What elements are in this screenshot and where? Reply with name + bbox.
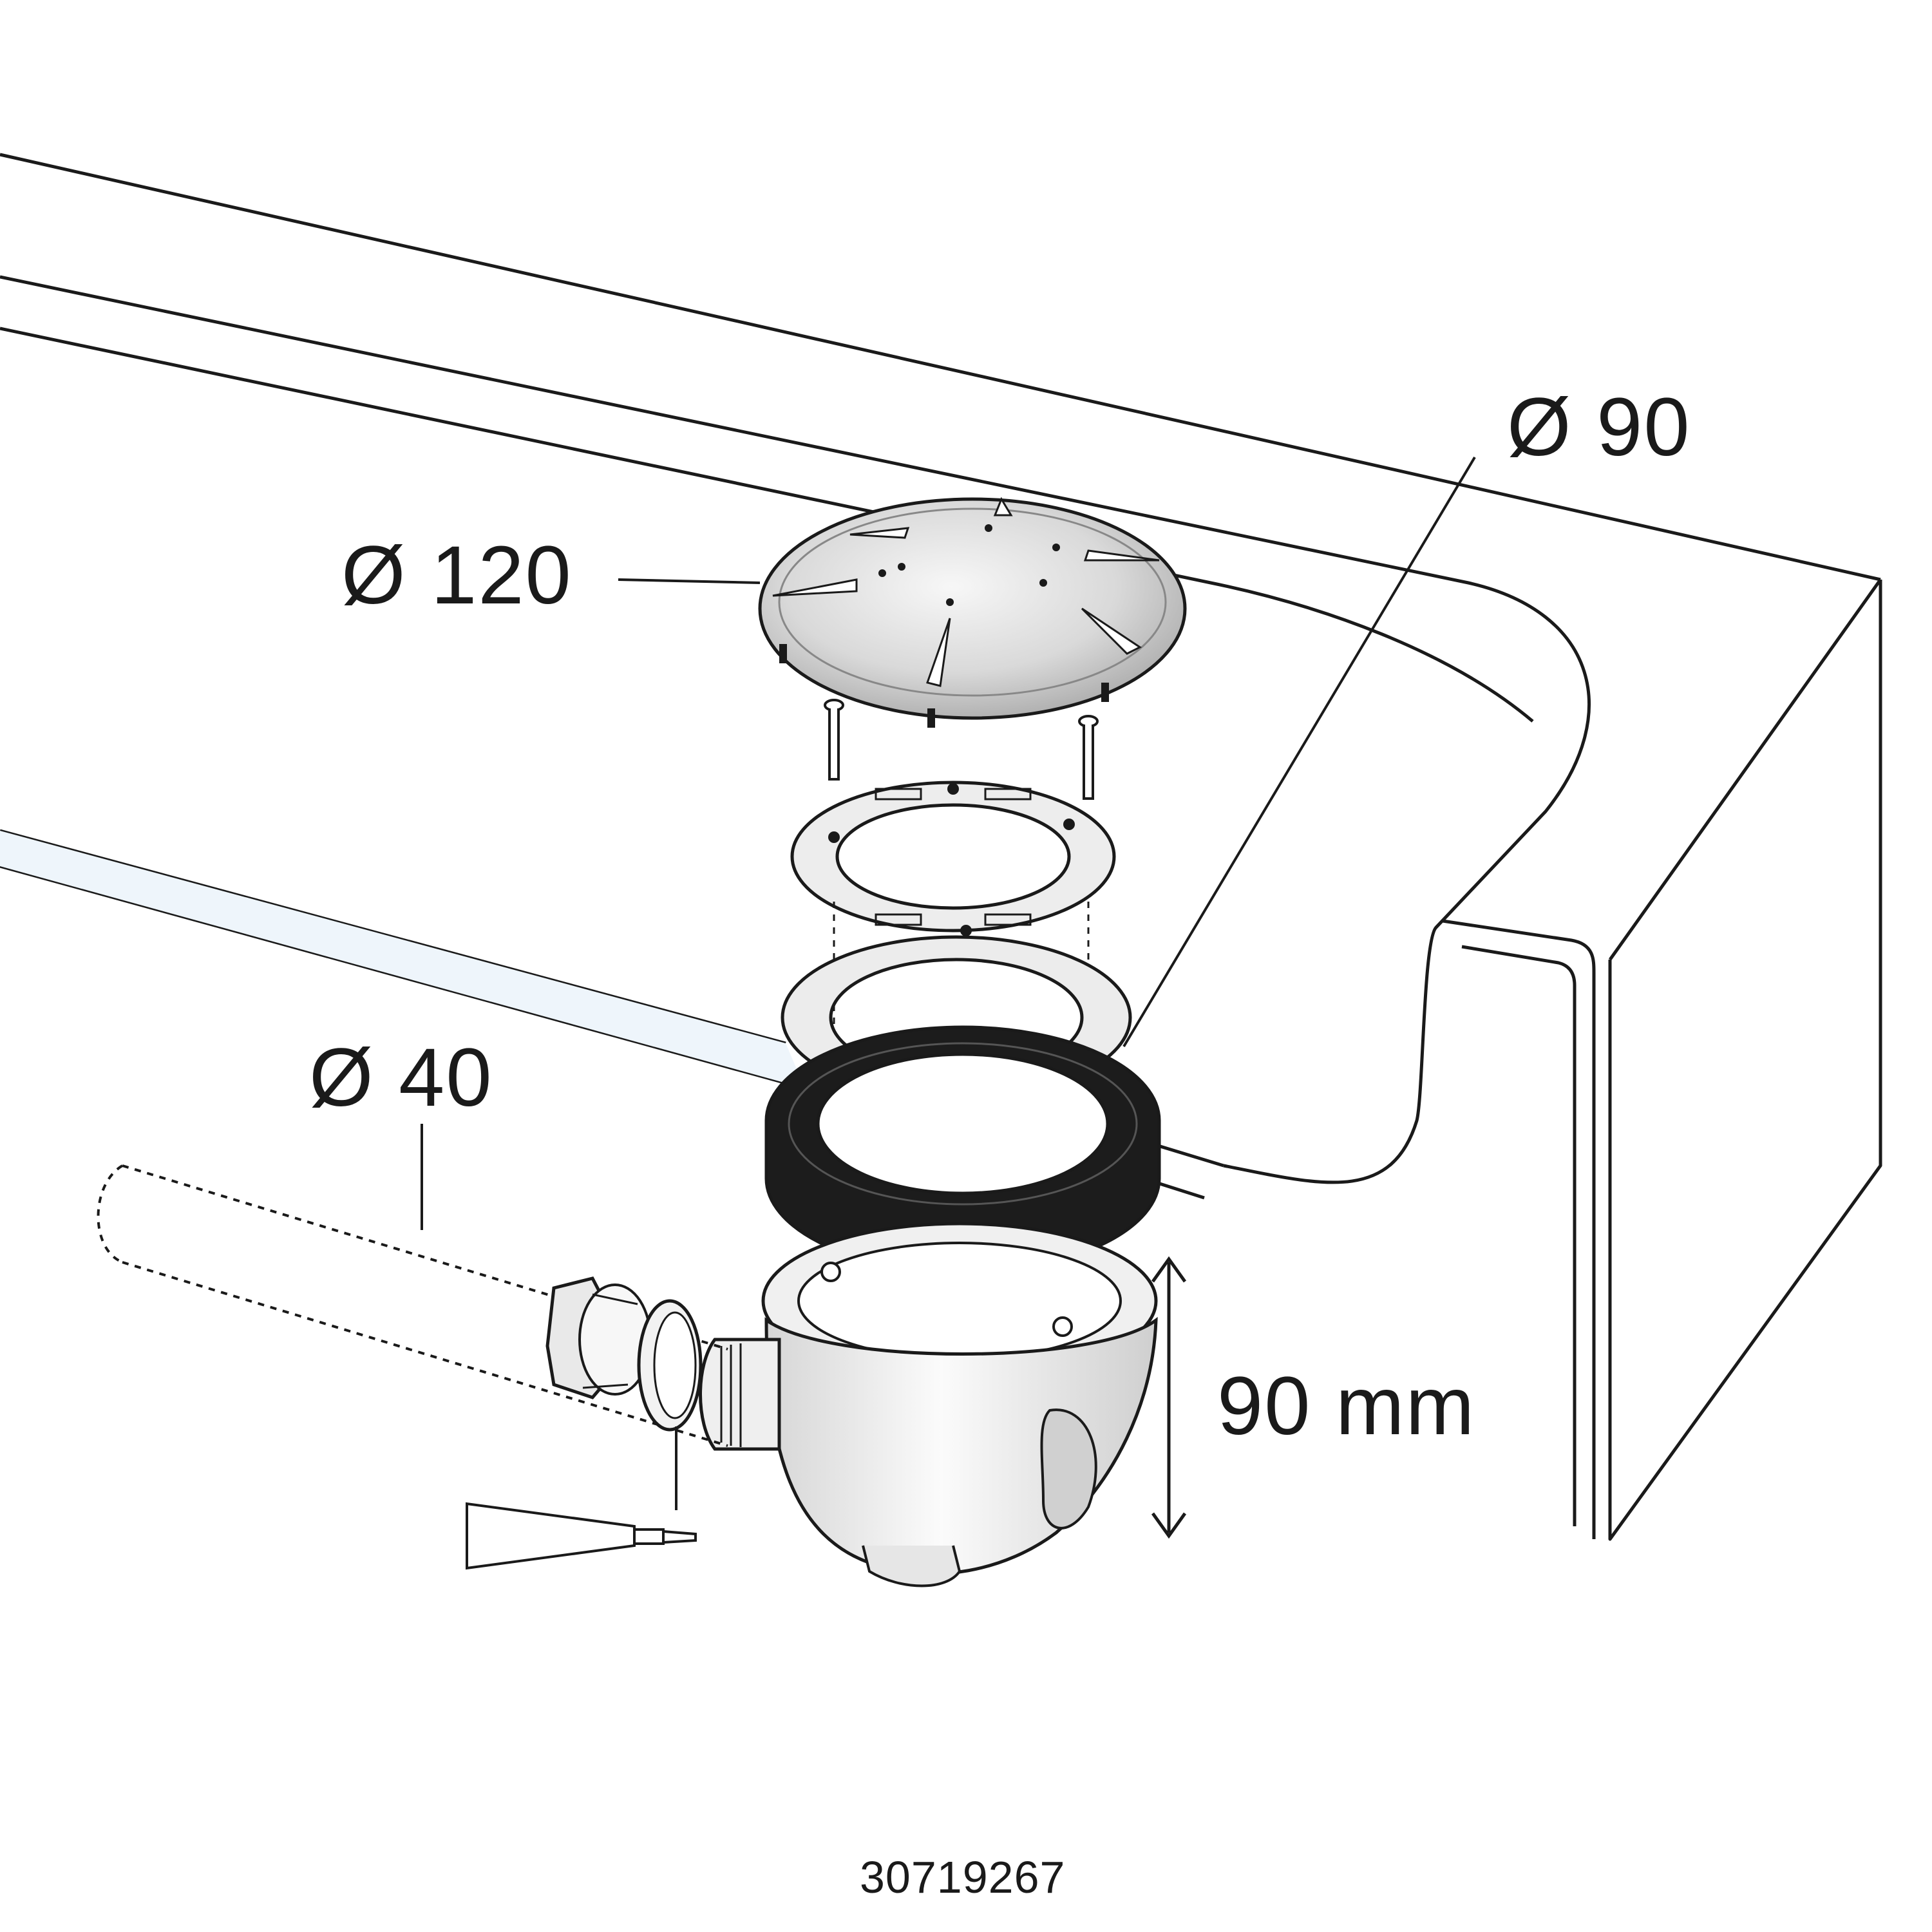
label-height: 90 mm (1217, 1360, 1476, 1452)
screw-right (1078, 715, 1099, 800)
trap-body (699, 1222, 1158, 1587)
tray-edge-strip (0, 831, 805, 1088)
tray-right-inner-wall-2 (1461, 945, 1577, 1526)
screws (824, 699, 1099, 800)
ring-slots (875, 788, 1032, 926)
thread-lines (720, 1343, 742, 1447)
union-nut (545, 1276, 652, 1399)
screw-left (824, 699, 844, 781)
tray-top-right-corner (1608, 578, 1882, 961)
trap-side-opening (1040, 1408, 1097, 1530)
cover-feet (779, 644, 1109, 728)
cover-holes (878, 524, 1060, 606)
tray-right-inner-wall (1442, 919, 1596, 1539)
cover-plate (758, 497, 1187, 728)
height-dimension (1151, 1256, 1187, 1539)
pipe-outline (97, 1164, 728, 1447)
clamping-ring (790, 781, 1116, 936)
leader-flange (1122, 456, 1476, 1048)
trap-bottom-outlet (862, 1545, 961, 1587)
lubricant-tube (466, 1502, 697, 1570)
tray-top-edge (0, 153, 1881, 582)
label-pipe-diameter: Ø 40 (309, 1032, 493, 1124)
cover-spokes (772, 497, 1160, 687)
ring-holes (828, 783, 1075, 936)
rubber-gasket (764, 1025, 1161, 1274)
leader-lines (421, 456, 1476, 1510)
tray-right-face (1608, 580, 1882, 1541)
seal-ring (637, 1299, 703, 1432)
label-cover-diameter: Ø 120 (341, 529, 573, 621)
label-flange-diameter: Ø 90 (1507, 381, 1691, 473)
tray-basin-edge (0, 327, 1534, 723)
article-number: 30719267 (860, 1852, 1066, 1902)
leader-cover (618, 578, 761, 584)
tray-inner-rim (0, 275, 1591, 1184)
